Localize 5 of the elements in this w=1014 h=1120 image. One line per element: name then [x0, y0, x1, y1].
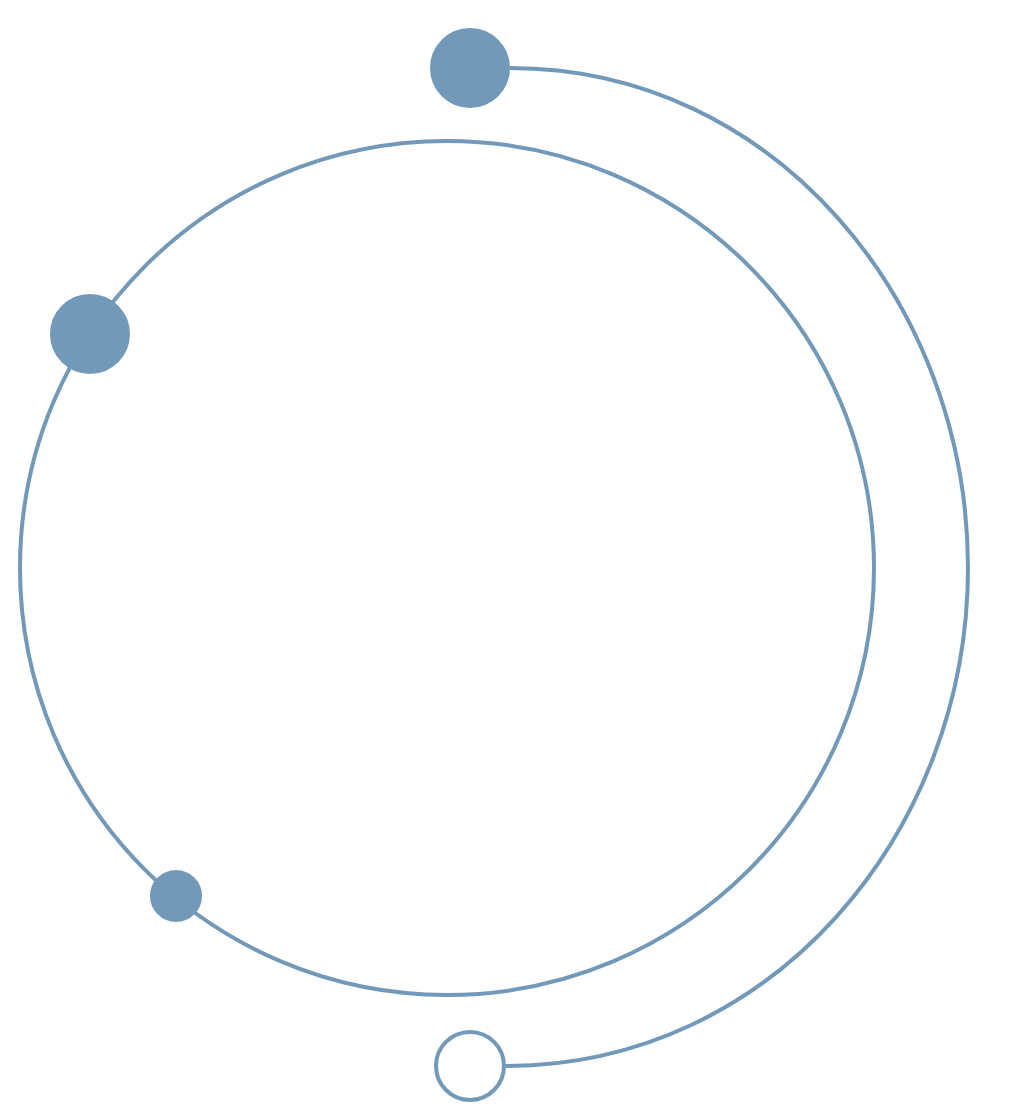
dot [150, 870, 202, 922]
hollow-dot [434, 1030, 506, 1102]
dot [50, 294, 130, 374]
arc-connector [505, 66, 970, 1068]
dot [430, 28, 510, 108]
